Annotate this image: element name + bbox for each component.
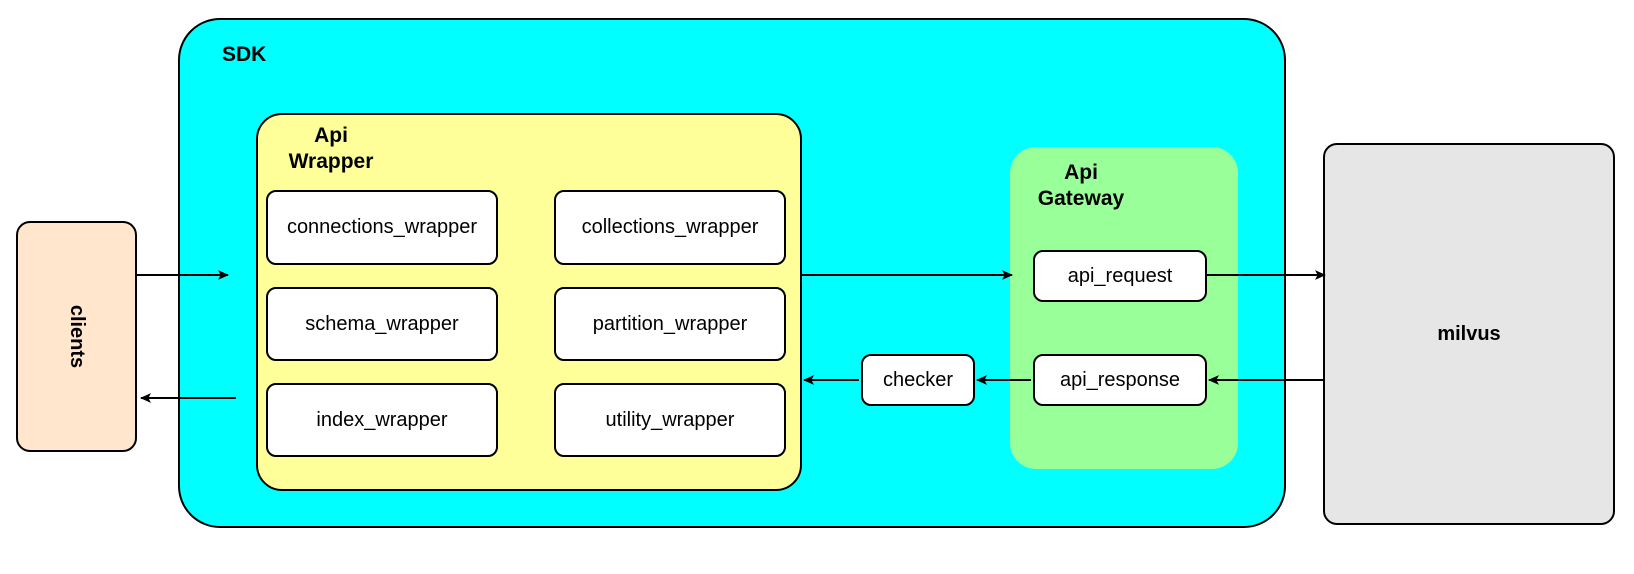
api-wrapper-title: Api Wrapper bbox=[288, 124, 374, 173]
api-request-box[interactable]: api_request bbox=[1033, 250, 1207, 302]
checker-box[interactable]: checker bbox=[861, 354, 975, 406]
api-response-box[interactable]: api_response bbox=[1033, 354, 1207, 406]
module-index-wrapper[interactable]: index_wrapper bbox=[266, 383, 498, 457]
sdk-title: SDK bbox=[222, 43, 267, 66]
api-gateway-container[interactable]: Api Gateway bbox=[1010, 147, 1238, 469]
module-connections-wrapper[interactable]: connections_wrapper bbox=[266, 190, 498, 265]
module-label: connections_wrapper bbox=[286, 216, 478, 238]
module-label: schema_wrapper bbox=[305, 312, 459, 335]
api-response-label: api_response bbox=[1059, 368, 1181, 391]
api-request-label: api_request bbox=[1067, 264, 1173, 287]
module-label: partition_wrapper bbox=[592, 312, 748, 335]
milvus-box[interactable]: milvus bbox=[1323, 143, 1615, 525]
api-gateway-title: Api Gateway bbox=[1037, 161, 1125, 210]
milvus-label: milvus bbox=[1437, 322, 1501, 345]
module-schema-wrapper[interactable]: schema_wrapper bbox=[266, 287, 498, 361]
clients-label: clients bbox=[65, 304, 88, 369]
module-label: utility_wrapper bbox=[605, 408, 735, 431]
module-collections-wrapper[interactable]: collections_wrapper bbox=[554, 190, 786, 265]
module-utility-wrapper[interactable]: utility_wrapper bbox=[554, 383, 786, 457]
module-label: index_wrapper bbox=[316, 408, 448, 431]
module-label: collections_wrapper bbox=[581, 216, 759, 238]
module-partition-wrapper[interactable]: partition_wrapper bbox=[554, 287, 786, 361]
clients-box[interactable]: clients bbox=[16, 221, 137, 452]
checker-label: checker bbox=[882, 368, 954, 391]
